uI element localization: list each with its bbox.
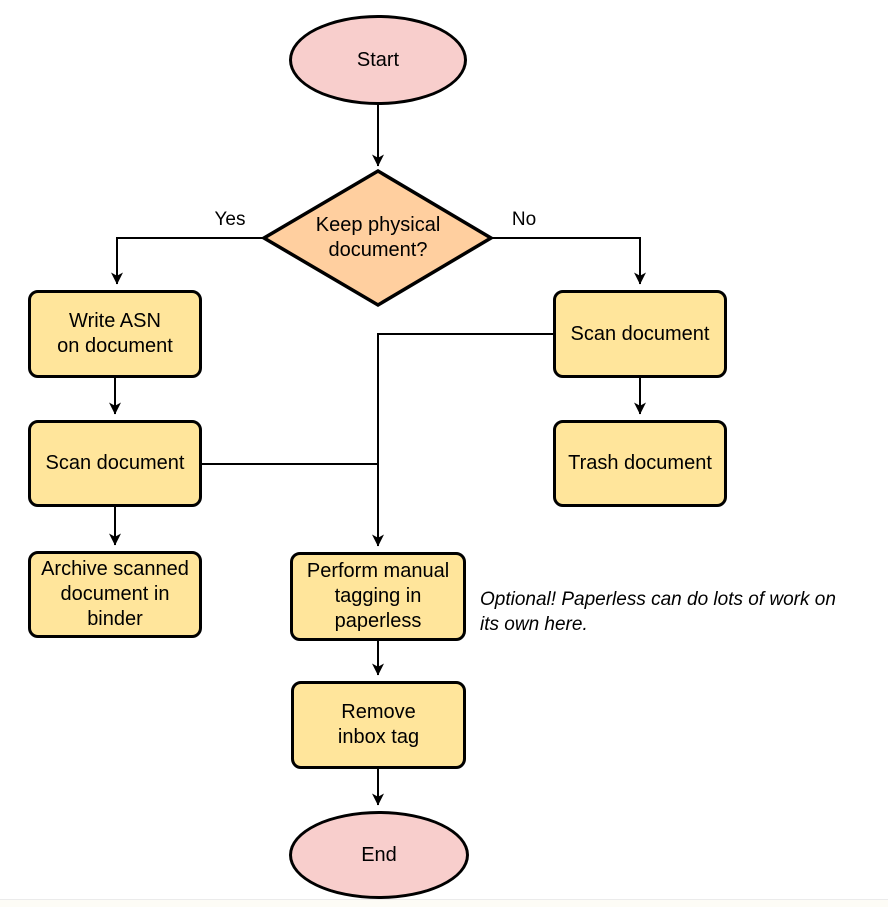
node-archive-binder-label: Archive scanned document in binder	[41, 558, 189, 630]
node-start: Start	[289, 15, 467, 105]
bottom-divider	[0, 899, 888, 900]
node-manual-tagging: Perform manual tagging in paperless	[290, 552, 466, 641]
edge-scan-right-to-tagging	[372, 333, 553, 547]
node-write-asn: Write ASN on document	[28, 290, 202, 378]
node-write-asn-label: Write ASN on document	[57, 310, 173, 357]
node-remove-inbox-tag: Remove inbox tag	[291, 681, 466, 769]
edge-decision-no-to-scan-right	[490, 237, 646, 285]
bottom-strip	[0, 900, 888, 907]
edge-decision-yes-to-write-asn	[111, 237, 265, 285]
node-end: End	[289, 811, 469, 899]
edge-label-no: No	[492, 209, 556, 231]
node-scan-document-left: Scan document	[28, 420, 202, 507]
node-remove-inbox-tag-label: Remove inbox tag	[337, 701, 420, 748]
node-trash-document-label: Trash document	[568, 452, 712, 474]
optional-note: Optional! Paperless can do lots of work …	[480, 589, 836, 636]
node-scan-document-left-label: Scan document	[45, 452, 185, 474]
node-end-label: End	[361, 843, 397, 866]
node-scan-document-right: Scan document	[553, 290, 727, 378]
node-scan-document-right-label: Scan document	[570, 322, 710, 345]
node-manual-tagging-label: Perform manual tagging in paperless	[306, 560, 450, 632]
edge-label-yes: Yes	[198, 209, 262, 231]
node-archive-binder: Archive scanned document in binder	[28, 551, 202, 638]
node-trash-document: Trash document	[553, 420, 727, 507]
node-start-label: Start	[356, 48, 400, 71]
decision-diamond-shape	[260, 168, 495, 308]
